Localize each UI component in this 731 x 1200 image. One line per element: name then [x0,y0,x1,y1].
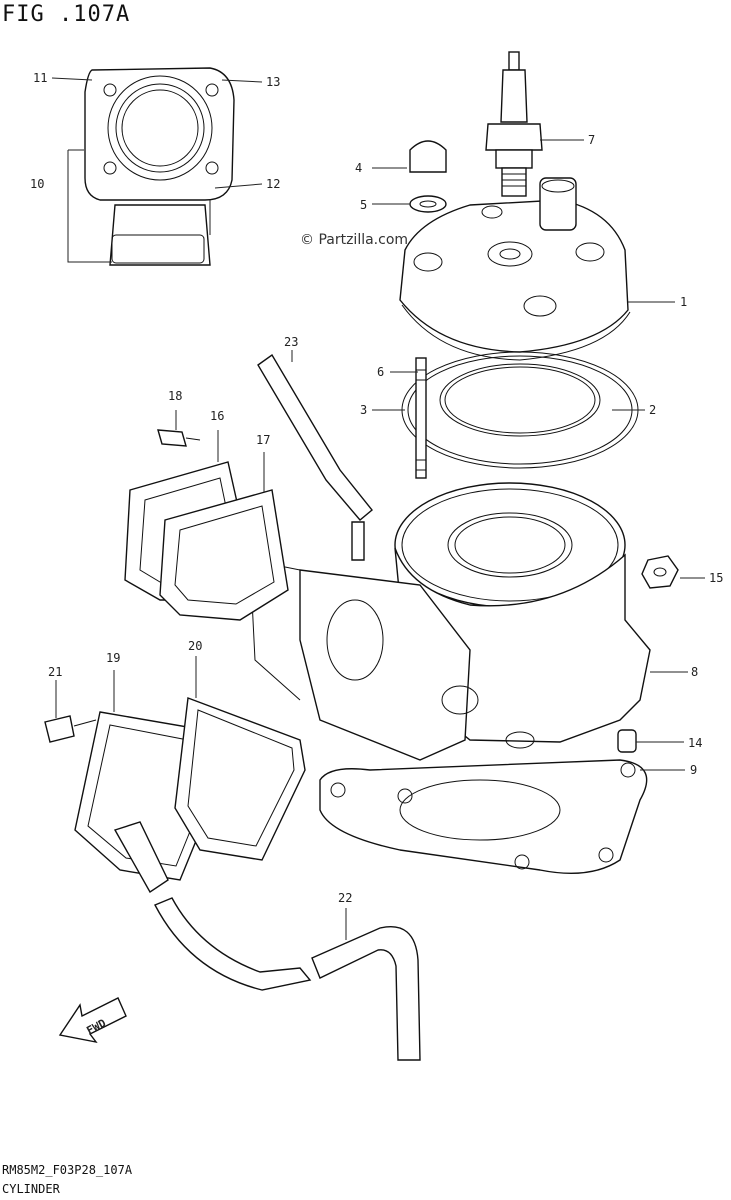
callout-10: 10 [30,177,44,191]
callout-11: 11 [33,71,47,85]
figure-title: FIG .107A [2,2,131,27]
callout-12: 12 [266,177,280,191]
callout-19: 19 [106,651,120,665]
reed-gaskets [124,429,289,621]
gasket-kit-inset [67,67,235,266]
callout-6: 6 [377,365,384,379]
cap-nut [409,140,447,213]
callout-labels: 1 2 3 4 5 6 7 8 9 10 11 12 13 14 15 16 1… [30,71,723,905]
callout-22: 22 [338,891,352,905]
base-gasket [319,759,648,874]
callout-8: 8 [691,665,698,679]
figure-caption: CYLINDER [2,1182,60,1196]
callout-23: 23 [284,335,298,349]
callout-14: 14 [688,736,702,750]
callout-2: 2 [649,403,656,417]
callout-17: 17 [256,433,270,447]
callout-4: 4 [355,161,362,175]
callout-21: 21 [48,665,62,679]
callout-9: 9 [690,763,697,777]
flange-nut [617,555,679,753]
callout-13: 13 [266,75,280,89]
cylinder-head [399,177,631,361]
reed-cover [44,697,306,881]
breather-hose-upper [257,353,373,561]
callout-1: 1 [680,295,687,309]
figure-code: RM85M2_F03P28_107A [2,1163,133,1177]
callout-18: 18 [168,389,182,403]
leader-lines [51,77,705,940]
callout-16: 16 [210,409,224,423]
head-gasket [401,351,639,469]
stud-bolt [415,357,427,479]
breather-hose-lower [113,821,421,1061]
callout-20: 20 [188,639,202,653]
callout-3: 3 [360,403,367,417]
callout-7: 7 [588,133,595,147]
fwd-arrow-icon [58,997,127,1044]
callout-15: 15 [709,571,723,585]
cylinder [249,482,651,761]
callout-5: 5 [360,198,367,212]
watermark: © Partzilla.com [300,232,409,248]
spark-plug [485,51,543,197]
